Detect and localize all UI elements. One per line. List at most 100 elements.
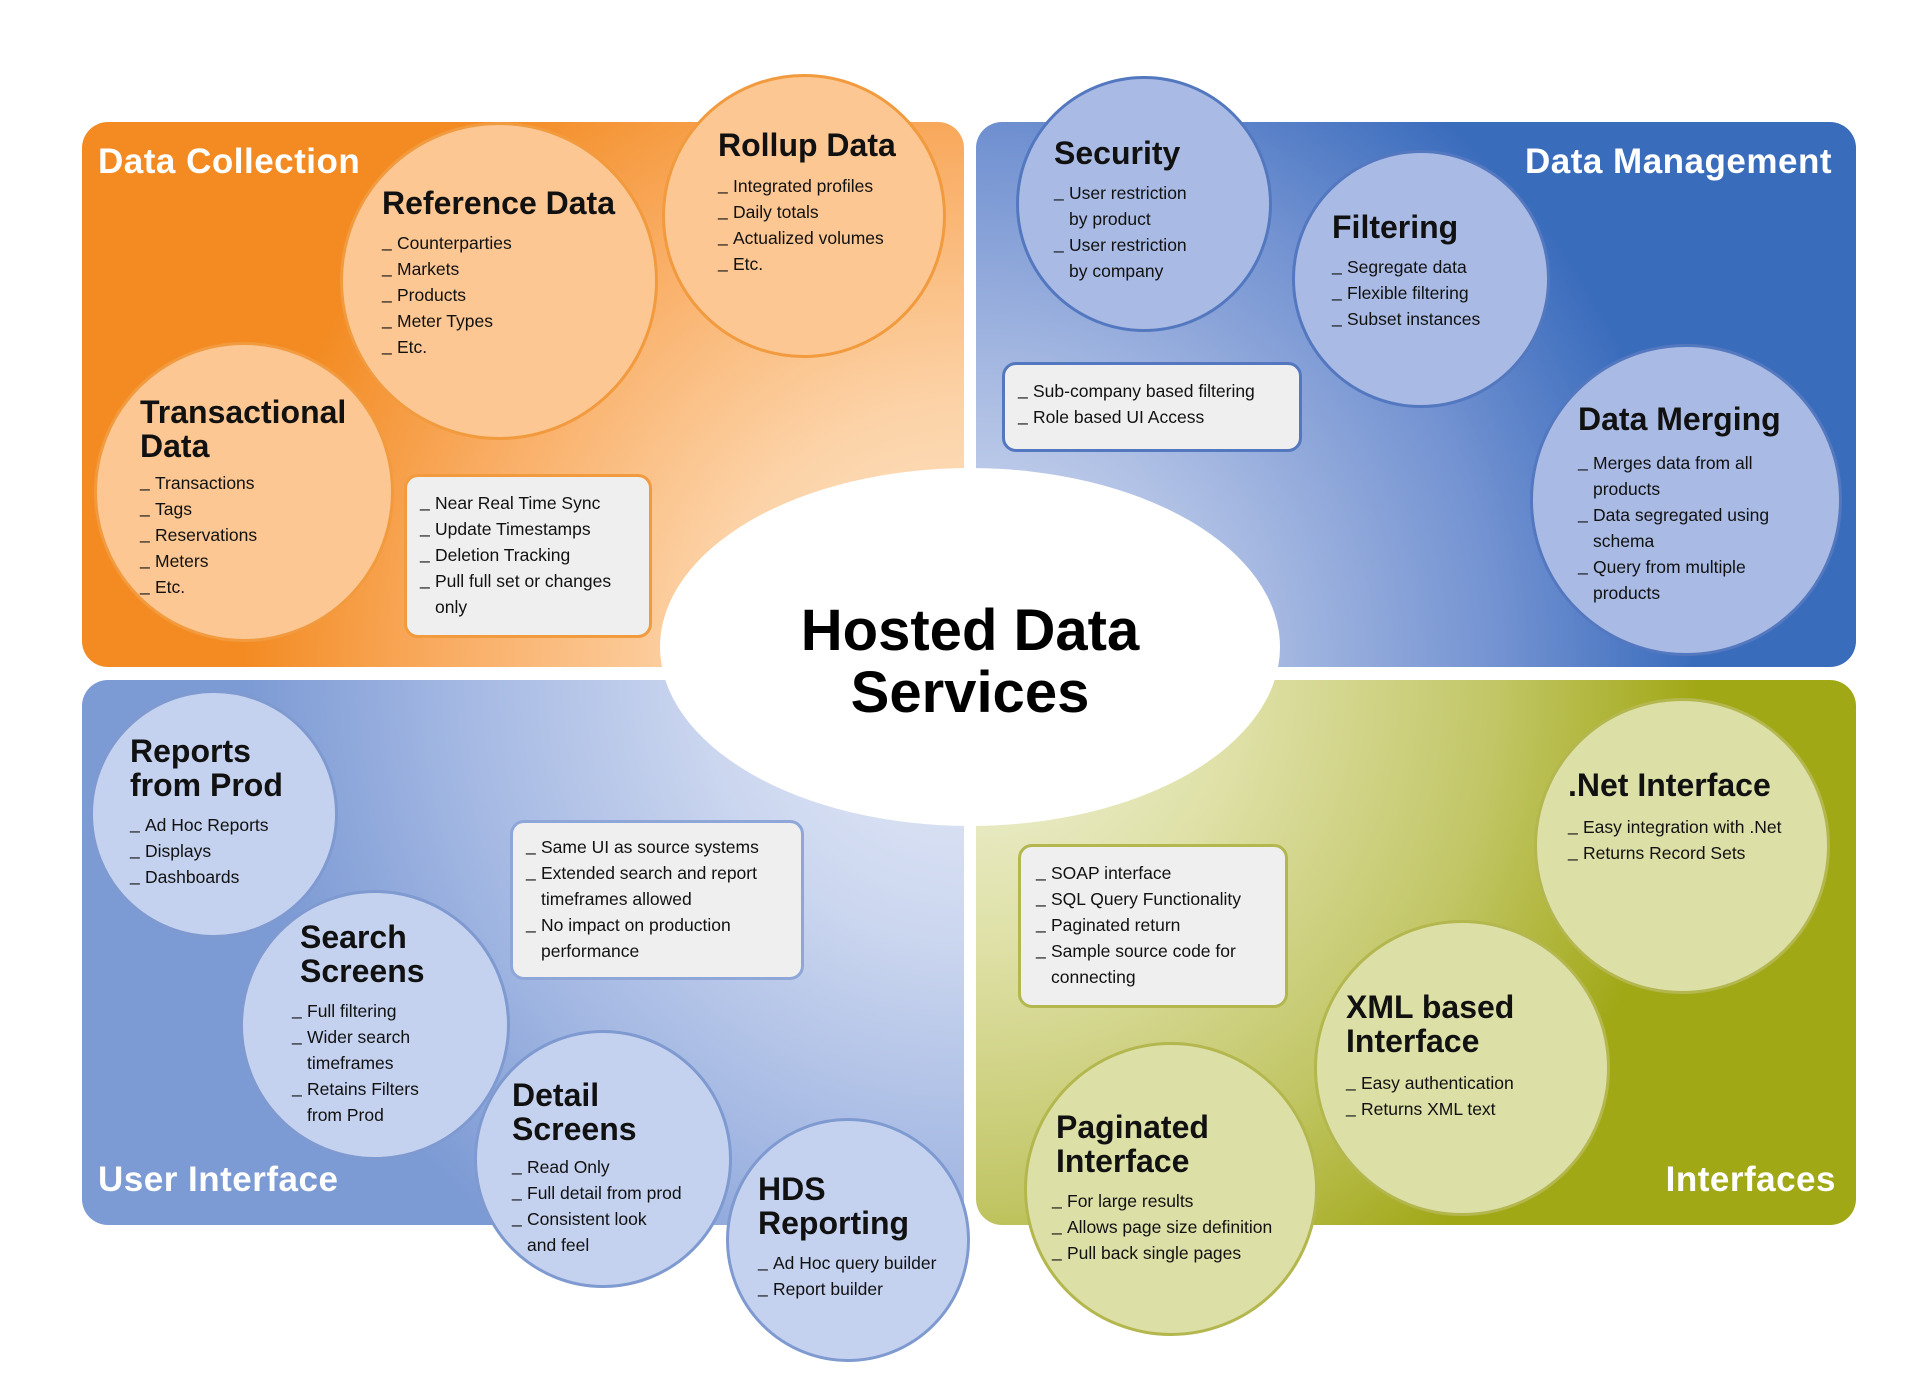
list-item: Near Real Time Sync xyxy=(420,488,611,516)
list-item: products xyxy=(1593,479,1661,499)
list-item: User restriction xyxy=(1054,230,1187,258)
list-item: Flexible filtering xyxy=(1332,278,1480,306)
list-item: only xyxy=(435,597,468,617)
xml-interface-title: XML based Interface xyxy=(1346,990,1514,1058)
net-interface-list: Easy integration with .Net Returns Recor… xyxy=(1568,812,1781,866)
list-item: For large results xyxy=(1052,1186,1272,1214)
center-title: Hosted Data Services xyxy=(700,600,1240,724)
list-item: Displays xyxy=(130,836,269,864)
reference-data-title: Reference Data xyxy=(382,185,615,221)
list-item: by product xyxy=(1069,209,1151,229)
hds-reporting-title-line2: Reporting xyxy=(758,1205,910,1241)
center-title-line2: Services xyxy=(850,660,1090,725)
list-item: schema xyxy=(1593,531,1655,551)
interfaces-title: Interfaces xyxy=(1665,1160,1836,1199)
list-item: timeframes xyxy=(307,1053,394,1073)
list-item: Reservations xyxy=(140,520,257,548)
list-item: Returns Record Sets xyxy=(1568,838,1781,866)
detail-screens-title-line2: Screens xyxy=(512,1111,637,1147)
reports-from-prod-title-line2: from Prod xyxy=(130,767,283,803)
transactional-data-list: Transactions Tags Reservations Meters Et… xyxy=(140,468,257,600)
sync-features-list: Near Real Time Sync Update Timestamps De… xyxy=(420,488,611,620)
list-item: Etc. xyxy=(382,332,512,360)
list-item: Report builder xyxy=(758,1274,936,1302)
list-item: from Prod xyxy=(307,1105,384,1125)
filtering-title: Filtering xyxy=(1332,209,1459,245)
search-screens-title-line2: Screens xyxy=(300,953,425,989)
list-item: Read Only xyxy=(512,1152,682,1180)
transactional-data-title-line2: Data xyxy=(140,428,210,464)
list-item: connecting xyxy=(1051,967,1136,987)
ui-features-list: Same UI as source systems Extended searc… xyxy=(526,832,759,964)
list-item: Paginated return xyxy=(1036,910,1241,938)
list-item: Integrated profiles xyxy=(718,171,884,199)
list-item: Easy integration with .Net xyxy=(1568,812,1781,840)
security-list: User restriction by product User restric… xyxy=(1054,178,1187,284)
hds-reporting-title: HDS Reporting xyxy=(758,1172,909,1240)
reference-data-list: Counterparties Markets Products Meter Ty… xyxy=(382,228,512,360)
rollup-data-list: Integrated profiles Daily totals Actuali… xyxy=(718,171,884,277)
list-item: SOAP interface xyxy=(1036,858,1241,886)
list-item: Tags xyxy=(140,494,257,522)
soap-features-list: SOAP interface SQL Query Functionality P… xyxy=(1036,858,1241,990)
list-item: Extended search and report xyxy=(526,858,759,886)
list-item: Products xyxy=(382,280,512,308)
list-item: Meters xyxy=(140,546,257,574)
list-item: Ad Hoc Reports xyxy=(130,810,269,838)
list-item: Retains Filters xyxy=(292,1074,419,1102)
list-item: Full filtering xyxy=(292,996,419,1024)
list-item: Merges data from all xyxy=(1578,448,1769,476)
filtering-list: Segregate data Flexible filtering Subset… xyxy=(1332,252,1480,332)
center-ellipse xyxy=(660,468,1280,826)
data-collection-title: Data Collection xyxy=(98,142,361,181)
hds-reporting-title-line1: HDS xyxy=(758,1171,826,1207)
list-item: Deletion Tracking xyxy=(420,540,611,568)
list-item: Counterparties xyxy=(382,228,512,256)
list-item: timeframes allowed xyxy=(541,889,692,909)
transactional-data-title: Transactional Data xyxy=(140,395,346,463)
paginated-interface-list: For large results Allows page size defin… xyxy=(1052,1186,1272,1266)
search-screens-circle xyxy=(240,890,510,1160)
detail-screens-list: Read Only Full detail from prod Consiste… xyxy=(512,1152,682,1258)
list-item: Daily totals xyxy=(718,197,884,225)
list-item: products xyxy=(1593,583,1661,603)
hds-reporting-list: Ad Hoc query builder Report builder xyxy=(758,1248,936,1302)
list-item: Pull full set or changes xyxy=(420,566,611,594)
list-item: Actualized volumes xyxy=(718,223,884,251)
list-item: Transactions xyxy=(140,468,257,496)
hds-reporting-circle xyxy=(726,1118,970,1362)
paginated-interface-title-line1: Paginated xyxy=(1056,1109,1209,1145)
list-item: Same UI as source systems xyxy=(526,832,759,860)
paginated-interface-title: Paginated Interface xyxy=(1056,1110,1209,1178)
list-item: Sub-company based filtering xyxy=(1018,376,1255,404)
list-item: User restriction xyxy=(1054,178,1187,206)
list-item: Segregate data xyxy=(1332,252,1480,280)
security-title: Security xyxy=(1054,135,1181,171)
transactional-data-title-line1: Transactional xyxy=(140,394,347,430)
list-item: Role based UI Access xyxy=(1018,402,1255,430)
list-item: Update Timestamps xyxy=(420,514,611,542)
list-item: and feel xyxy=(527,1235,590,1255)
xml-interface-list: Easy authentication Returns XML text xyxy=(1346,1068,1514,1122)
xml-interface-title-line1: XML based xyxy=(1346,989,1515,1025)
list-item: Ad Hoc query builder xyxy=(758,1248,936,1276)
search-screens-list: Full filtering Wider search timeframes R… xyxy=(292,996,419,1128)
list-item: Dashboards xyxy=(130,862,269,890)
data-merging-list: Merges data from all products Data segre… xyxy=(1578,448,1769,606)
list-item: Data segregated using xyxy=(1578,500,1769,528)
list-item: performance xyxy=(541,941,640,961)
data-management-title: Data Management xyxy=(1524,142,1832,181)
detail-screens-title-line1: Detail xyxy=(512,1077,600,1113)
list-item: Subset instances xyxy=(1332,304,1480,332)
xml-interface-title-line2: Interface xyxy=(1346,1023,1480,1059)
list-item: No impact on production xyxy=(526,910,759,938)
reports-from-prod-title: Reports from Prod xyxy=(130,734,283,802)
list-item: by company xyxy=(1069,261,1164,281)
search-screens-title-line1: Search xyxy=(300,919,407,955)
net-interface-title: .Net Interface xyxy=(1568,767,1771,803)
center-title-line1: Hosted Data xyxy=(800,598,1140,663)
data-merging-title: Data Merging xyxy=(1578,401,1781,437)
paginated-interface-title-line2: Interface xyxy=(1056,1143,1190,1179)
access-control-list: Sub-company based filtering Role based U… xyxy=(1018,376,1255,430)
